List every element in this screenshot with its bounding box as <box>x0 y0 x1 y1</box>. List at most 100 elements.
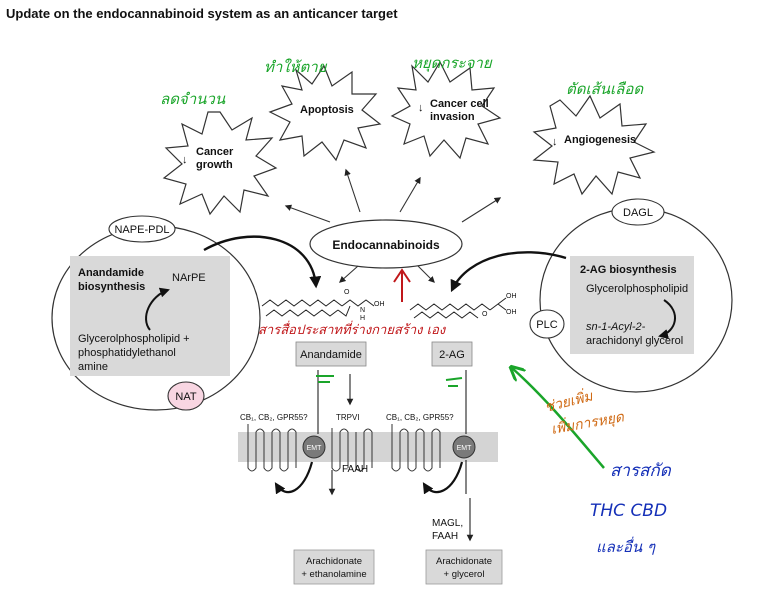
effect-invasion: ↓ Cancer cell invasion <box>390 60 502 160</box>
emt-right-recycle-arrow <box>422 461 464 495</box>
emt-right-node <box>452 435 476 459</box>
2ag-oh-bottom-label: OH <box>506 309 517 316</box>
left-precursor-1: Glycerolphospholipid + <box>78 333 190 345</box>
green-note-invasion: หยุดกระจาย <box>412 54 493 72</box>
red-up-arrow <box>393 268 411 302</box>
starburst-shape <box>268 64 382 162</box>
endocannabinoids-node: Endocannabinoids <box>309 219 463 269</box>
invasion-label-1: Cancer cell <box>430 98 489 110</box>
anandamide-n-label: N <box>360 307 365 314</box>
down-arrow: ↓ <box>418 102 424 114</box>
nape-pdl-node <box>108 215 176 243</box>
effect-cancer-growth: ↓ Cancer growth <box>162 111 278 216</box>
trpv-channel <box>331 428 373 472</box>
left-product-box <box>293 549 375 585</box>
cancer-growth-label-1: Cancer <box>196 146 234 158</box>
2ag-biosynthesis-box <box>570 256 694 354</box>
emt-right-label: EMT <box>457 445 473 452</box>
cancer-growth-label-2: growth <box>196 159 233 171</box>
plc-label: PLC <box>536 319 557 331</box>
narpe-arrow <box>145 287 170 331</box>
orange-note-1: ช่วยเพิ่ม <box>542 385 595 415</box>
starburst-shape <box>390 60 502 160</box>
green-note-growth: ลดจำนวน <box>160 90 226 108</box>
right-product-1: sn-1-Acyl-2- <box>586 321 646 333</box>
endocannabinoids-label: Endocannabinoids <box>332 238 440 252</box>
2ag-label: 2-AG <box>439 349 465 361</box>
left-precursor-3: amine <box>78 361 108 373</box>
green-marks-right <box>445 377 463 387</box>
plc-node <box>529 309 565 339</box>
right-gpcr <box>391 424 441 472</box>
left-gpcr <box>247 424 297 472</box>
blue-note-1: สารสกัด <box>610 461 672 481</box>
faah-label: FAAH <box>342 464 368 475</box>
down-arrow: ↓ <box>182 154 188 166</box>
left-product-2: + ethanolamine <box>301 569 366 580</box>
arrow-to-anandamide <box>339 265 359 283</box>
anandamide-oh-label: OH <box>374 301 385 308</box>
anandamide-box <box>295 341 367 367</box>
green-marks-left <box>316 375 334 383</box>
2ag-o-label: O <box>482 311 488 318</box>
2ag-oh-top-label: OH <box>506 293 517 300</box>
effect-arrows <box>284 168 502 223</box>
dagl-node <box>611 198 665 226</box>
2ag-arrow <box>658 299 676 339</box>
2ag-box <box>431 341 473 367</box>
nape-pdl-label: NAPE-PDL <box>114 224 169 236</box>
2ag-box-title: 2-AG biosynthesis <box>580 264 677 276</box>
green-note-apoptosis: ทำให้ตาย <box>264 58 328 76</box>
dagl-label: DAGL <box>623 207 653 219</box>
anandamide-structure <box>261 299 375 317</box>
starburst-shape <box>532 94 656 196</box>
magl-label: MAGL, <box>432 518 463 529</box>
right-cell: 2-AG biosynthesis Glycerolphospholipid s… <box>529 198 733 393</box>
red-note-endogenous: สารสื่อประสาทที่ร่างกายสร้าง เอง <box>258 320 447 338</box>
angiogenesis-label: Angiogenesis <box>564 134 636 146</box>
anandamide-biosynthesis-box <box>70 256 230 376</box>
blue-note-3: และอื่น ๆ <box>596 536 656 556</box>
anandamide-box-title-1: Anandamide <box>78 267 144 279</box>
anandamide-label: Anandamide <box>300 349 362 361</box>
nat-node <box>167 381 205 411</box>
apoptosis-label: Apoptosis <box>300 104 354 116</box>
center-to-molecule-arrows <box>339 265 435 283</box>
emt-left-node <box>302 435 326 459</box>
arrow-to-growth <box>284 204 331 223</box>
arrow-to-apoptosis <box>344 168 361 213</box>
blue-note-2: THC CBD <box>590 501 667 521</box>
invasion-label-2: invasion <box>430 111 475 123</box>
emt-left-recycle-arrow <box>274 461 314 495</box>
green-long-arrow <box>512 368 605 469</box>
effect-apoptosis: Apoptosis <box>268 64 382 162</box>
page-title: Update on the endocannabinoid system as … <box>6 6 398 21</box>
left-cell-export-arrow <box>203 235 322 289</box>
faah-2-label: FAAH <box>432 531 458 542</box>
left-cell: Anandamide biosynthesis NArPE Glycerolph… <box>51 215 261 411</box>
anandamide-o-label: O <box>344 289 350 296</box>
transport-arrows <box>317 370 474 542</box>
left-product-1: Arachidonate <box>306 556 362 567</box>
starburst-shape <box>162 111 278 216</box>
right-product-box <box>425 549 503 585</box>
left-precursor-2: phosphatidylethanol <box>78 347 176 359</box>
right-product-2: arachidonyl glycerol <box>586 335 683 347</box>
endocannabinoids-ellipse <box>309 219 463 269</box>
effect-angiogenesis: ↓ Angiogenesis <box>532 94 656 196</box>
green-note-angiogenesis: ตัดเส้นเลือด <box>566 80 644 98</box>
anandamide-box-title-2: biosynthesis <box>78 281 145 293</box>
narpe-label: NArPE <box>172 272 206 284</box>
right-precursor: Glycerolphospholipid <box>586 283 688 295</box>
2ag-structure <box>409 297 507 319</box>
down-arrow: ↓ <box>552 136 558 148</box>
arrow-to-2ag <box>417 265 435 283</box>
arrow-to-angiogenesis <box>461 197 502 223</box>
right-product-1: Arachidonate <box>436 556 492 567</box>
emt-left-label: EMT <box>307 445 323 452</box>
arrow-to-invasion <box>399 176 421 213</box>
left-receptor-label: CB₁, CB₂, GPR55? <box>240 413 308 422</box>
nat-label: NAT <box>175 391 196 403</box>
trpv-label: TRPVI <box>336 413 360 422</box>
